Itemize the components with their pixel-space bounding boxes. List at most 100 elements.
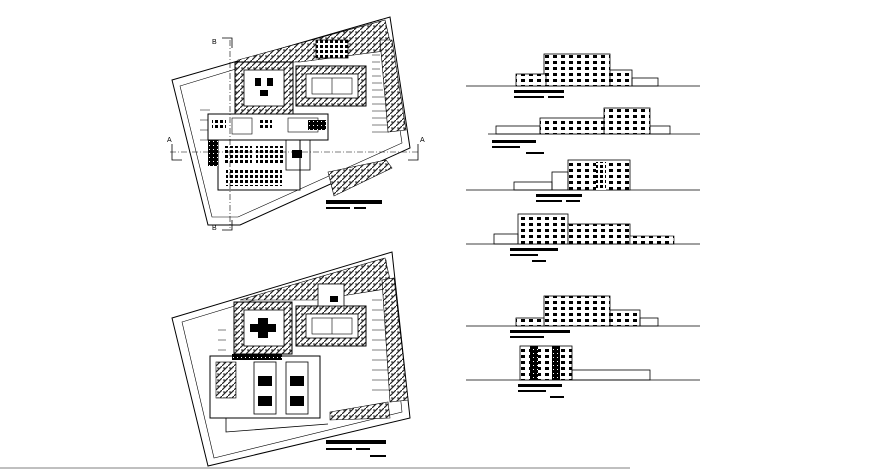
section-mark: A	[408, 137, 425, 161]
landscape-strip-bottom	[329, 401, 391, 421]
elevation-subtitle-bar	[492, 146, 520, 148]
elevation-title-bar	[492, 140, 536, 143]
plan-subtitle-bar	[370, 455, 386, 457]
room-block	[231, 117, 253, 135]
room-feature	[290, 376, 304, 386]
building-mass	[517, 213, 569, 245]
building-mass	[539, 117, 605, 135]
elevation-subtitle-bar	[550, 396, 564, 398]
stair-core	[552, 346, 560, 380]
building-mass	[495, 125, 541, 135]
courtyard	[243, 69, 285, 107]
parking-stalls	[200, 54, 389, 141]
section-mark: B	[212, 37, 233, 48]
corridor	[232, 354, 282, 360]
ramp	[225, 418, 329, 433]
elevation-6	[466, 345, 700, 398]
section-mark-label: A	[167, 137, 172, 144]
elevation-subtitle-bar	[510, 254, 538, 256]
room-block	[308, 120, 326, 130]
landscape-strip-top	[239, 257, 393, 301]
building-mass	[519, 345, 573, 381]
courtyard-feature	[255, 78, 261, 86]
stair-core	[596, 162, 606, 190]
building-mass	[629, 235, 675, 245]
elevation-1	[466, 53, 700, 98]
building-mass	[639, 317, 659, 327]
building-mass	[609, 309, 641, 327]
elevation-5	[466, 295, 700, 338]
building-mass	[513, 181, 553, 191]
landscape-strip-right	[379, 39, 407, 133]
section-mark: B	[212, 220, 233, 232]
section-mark-label: B	[212, 225, 217, 232]
building-mass	[631, 77, 659, 87]
upper-site-plan: B A A B	[167, 16, 425, 232]
section-mark-label: B	[212, 39, 217, 46]
building-mass	[649, 125, 671, 135]
elevation-subtitle-bar	[526, 152, 544, 154]
service-core	[208, 140, 218, 166]
room-block	[212, 118, 226, 128]
courtyard-feature	[267, 78, 273, 86]
plan-subtitle-bar	[326, 207, 350, 209]
landscape-strip-right	[381, 277, 409, 403]
plan-title-bar	[326, 200, 382, 204]
building-mass	[567, 223, 631, 245]
elevation-title-bar	[510, 330, 570, 333]
seating-rows	[256, 146, 284, 164]
elevation-subtitle-bar	[548, 96, 564, 98]
seating-rows	[226, 168, 282, 186]
building-mass	[571, 369, 651, 381]
courtyard-feature	[260, 90, 268, 96]
room-feature	[258, 396, 272, 406]
building-mass	[515, 73, 547, 87]
landscape-strip-top	[237, 19, 393, 63]
plan-title-bar	[326, 440, 386, 444]
building-mass	[515, 317, 545, 327]
room-block	[215, 361, 237, 399]
entry-block	[315, 39, 349, 59]
stair-core	[530, 346, 538, 380]
elevation-title-bar	[518, 384, 562, 387]
elevation-subtitle-bar	[536, 200, 562, 202]
plan-subtitle-bar	[326, 448, 352, 450]
elevation-3	[466, 159, 700, 202]
section-mark-label: A	[420, 137, 425, 144]
landscape-strip-bottom	[327, 159, 393, 197]
section-mark: A	[167, 137, 182, 161]
seating-rows	[224, 146, 252, 164]
courtyard-feature	[250, 324, 276, 332]
building-mass	[551, 171, 569, 191]
entry-block	[317, 283, 345, 307]
room-block	[285, 361, 309, 415]
room-feature	[290, 396, 304, 406]
elevation-title-bar	[536, 194, 582, 197]
room-block	[258, 118, 272, 130]
elevation-subtitle-bar	[510, 336, 544, 338]
room-feature	[258, 376, 272, 386]
elevation-2	[488, 107, 700, 154]
plan-subtitle-bar	[356, 448, 370, 450]
elevation-subtitle-bar	[518, 390, 546, 392]
stage-feature	[292, 150, 302, 158]
plan-subtitle-bar	[354, 207, 366, 209]
elevation-4	[466, 213, 700, 262]
elevation-subtitle-bar	[566, 200, 580, 202]
stage	[285, 139, 311, 171]
elevation-title-bar	[514, 90, 564, 93]
building-mass	[609, 69, 633, 87]
building-mass	[543, 295, 611, 327]
elevation-subtitle-bar	[514, 96, 544, 98]
site-boundary	[171, 251, 411, 467]
room-block	[253, 361, 277, 415]
entry-feature	[330, 296, 338, 302]
building-mass	[543, 53, 611, 87]
building-mass	[603, 107, 651, 135]
building-mass	[493, 233, 519, 245]
lower-site-plan	[171, 251, 411, 467]
site-boundary	[171, 16, 411, 226]
parking-stalls	[218, 299, 391, 391]
elevation-subtitle-bar	[532, 260, 546, 262]
